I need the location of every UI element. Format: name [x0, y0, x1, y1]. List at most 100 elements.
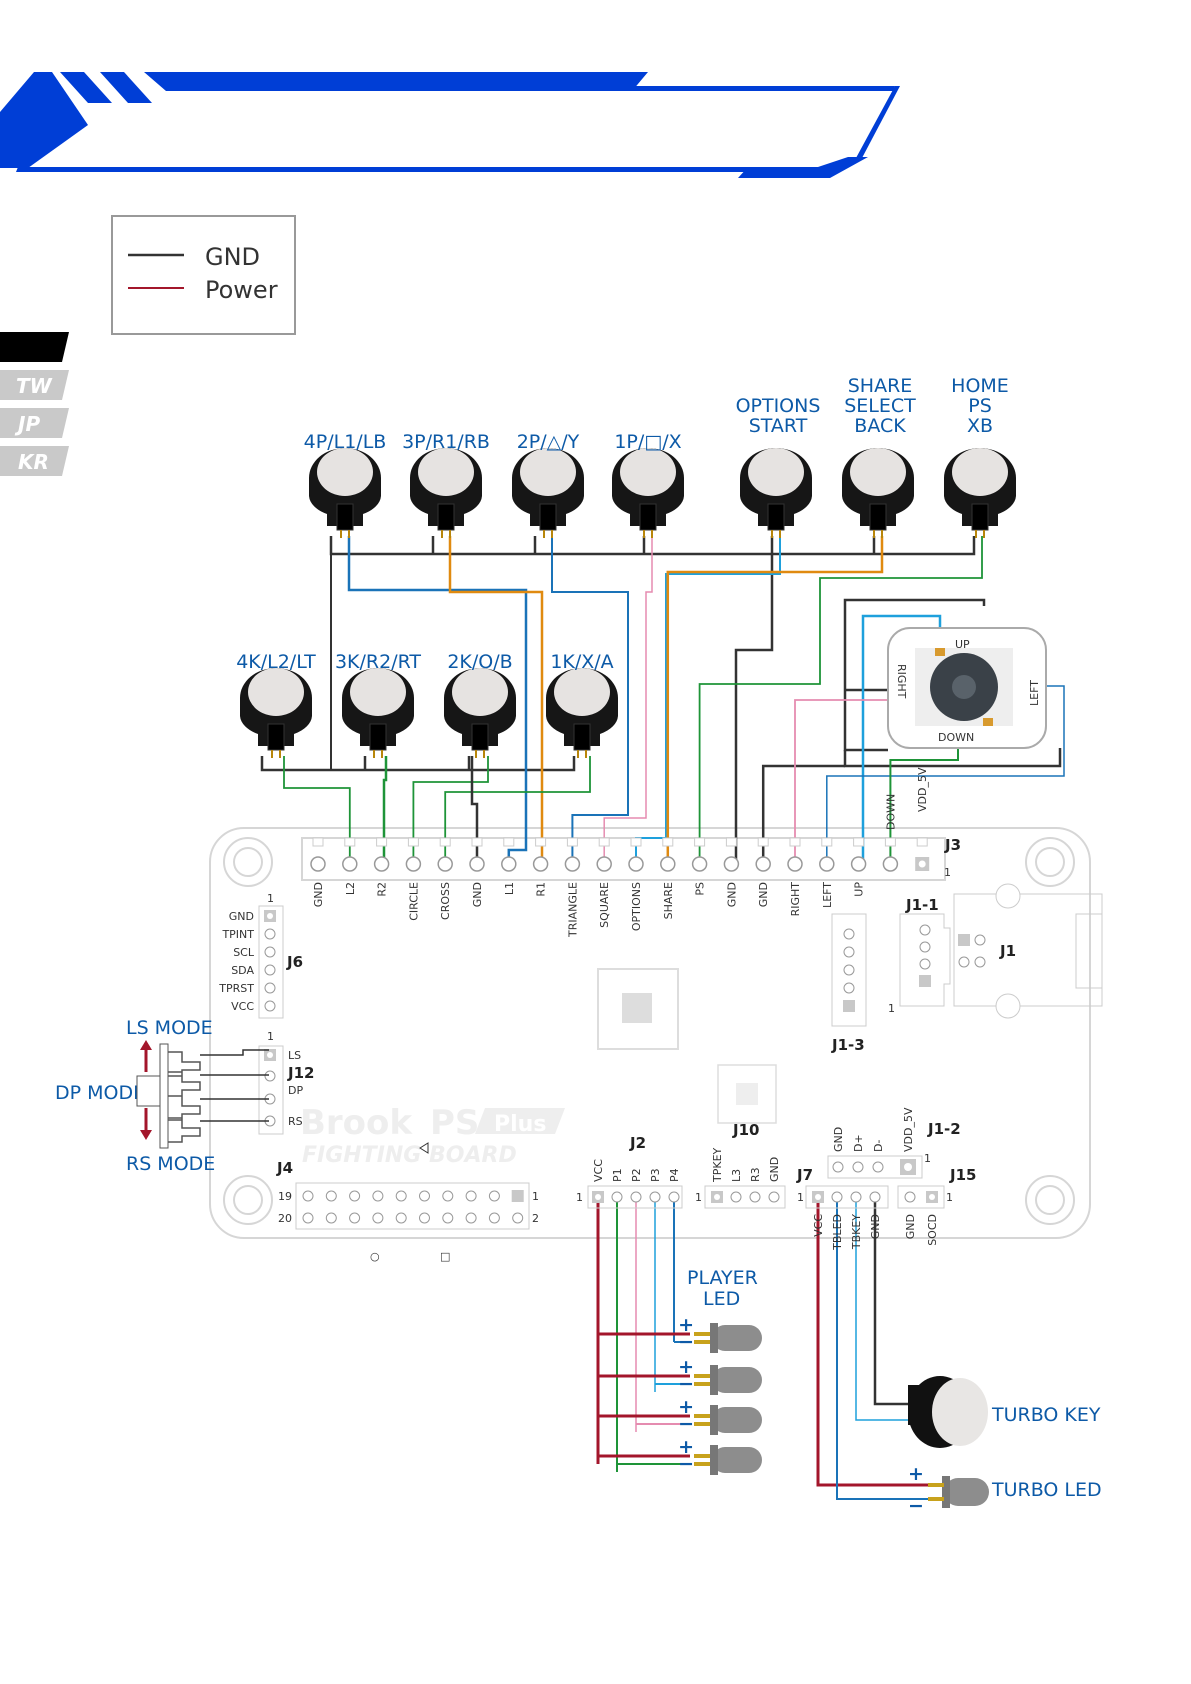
turbo: TURBO KEY TURBO LED + −	[908, 1376, 1102, 1517]
pin	[373, 856, 390, 872]
pin	[342, 856, 358, 872]
j3-pin-label: GND	[757, 882, 770, 907]
lang-tab-kr[interactable]: KR	[0, 446, 69, 476]
square-symbol: □	[440, 1250, 450, 1263]
pcb-board	[209, 827, 1091, 1239]
svg-text:−: −	[678, 1453, 694, 1475]
j2-pin-label: VCC	[592, 1159, 605, 1182]
j3-pin-label: R1	[535, 882, 548, 897]
gnd-bus-bottom	[260, 756, 576, 772]
j3-pin-label: LEFT	[821, 882, 834, 908]
wire-l2	[283, 756, 351, 864]
lang-tab-tw[interactable]: TW	[0, 370, 69, 400]
joystick: UP DOWN RIGHT LEFT	[887, 627, 1047, 749]
wire-share	[666, 536, 884, 864]
pcb-headers	[258, 837, 1103, 1230]
pin	[755, 856, 771, 872]
wire-tbkey	[855, 1197, 908, 1421]
player-led: PLAYER LED	[687, 1267, 758, 1310]
j12-rs: RS	[288, 1115, 303, 1128]
wire	[843, 748, 1062, 768]
joy-left	[826, 685, 1065, 864]
pin	[628, 856, 644, 872]
arcade-button-top-3	[512, 448, 584, 538]
j15-pin-label: GND	[904, 1214, 917, 1239]
j7-pin-label: TBLED	[831, 1214, 844, 1251]
j3-pin-label: OPTIONS	[630, 882, 643, 931]
j3-pin-label: CIRCLE	[407, 882, 420, 921]
lang-tab-jp[interactable]: JP	[0, 408, 69, 438]
button-label-bottom-2: 3K/R2/RT	[335, 651, 421, 673]
pin	[723, 856, 740, 872]
turbo-key-button	[908, 1376, 988, 1448]
dp-mode-label: DP MODE	[55, 1082, 145, 1104]
arcade-button-bottom-3	[444, 668, 516, 758]
wire-triangle	[551, 536, 629, 864]
j3-pin-label: SHARE	[662, 882, 675, 919]
j15-name: J15	[949, 1166, 976, 1184]
joy-right	[794, 699, 888, 864]
arcade-button-top-1	[309, 448, 381, 538]
j10-pin-label: TPKEY	[711, 1147, 724, 1183]
j6-pin-label: TPRST	[218, 982, 254, 995]
wire-l1	[347, 536, 528, 864]
joystick-left-label: LEFT	[1028, 680, 1041, 706]
arcade-buttons	[240, 448, 1016, 758]
j10-pin-label: GND	[768, 1157, 781, 1182]
joy-down	[889, 748, 959, 864]
button-label-home-2: PS	[968, 395, 992, 417]
svg-text:1: 1	[267, 1030, 274, 1043]
wire-r1	[448, 536, 544, 864]
j12-dp: DP	[288, 1084, 303, 1097]
pin	[310, 856, 326, 872]
arcade-button-top-2	[410, 448, 482, 538]
svg-text:1: 1	[946, 1191, 953, 1204]
svg-text:1: 1	[888, 1002, 895, 1015]
svg-text:1: 1	[532, 1190, 539, 1203]
j3-pin-label: DOWN	[884, 794, 897, 830]
button-label-share-1: SHARE	[848, 375, 913, 397]
j2-pin-label: P3	[649, 1168, 662, 1182]
j12-ls: LS	[288, 1049, 301, 1062]
gnd-bus-right	[770, 536, 976, 556]
j15-pin-label: SOCD	[926, 1214, 939, 1246]
button-label-options-1: OPTIONS	[736, 395, 821, 417]
joy-gnd	[843, 598, 986, 752]
joystick-right-label: RIGHT	[895, 664, 908, 699]
svg-text:20: 20	[278, 1212, 292, 1225]
svg-text:Brook: Brook	[300, 1103, 413, 1143]
j1-1-name: J1-1	[905, 896, 939, 914]
svg-text:1: 1	[797, 1191, 804, 1204]
j6-pin-label: TPINT	[221, 928, 254, 941]
wire-circle	[412, 756, 489, 864]
j4-name: J4	[276, 1159, 293, 1177]
svg-text:+: +	[678, 1356, 694, 1378]
j1-2-name: J1-2	[927, 1120, 961, 1138]
player-led-1: +−	[678, 1314, 762, 1353]
pin	[405, 856, 422, 872]
svg-text:1: 1	[267, 892, 274, 905]
joy-gnd-j3	[761, 764, 845, 864]
circle-symbol: ○	[370, 1250, 380, 1263]
j10-pin-label: L3	[730, 1169, 743, 1182]
arcade-button-bottom-2	[342, 668, 414, 758]
pin	[819, 856, 835, 872]
button-label-4p: 4P/L1/LB	[304, 431, 387, 453]
turbo-key-label: TURBO KEY	[991, 1404, 1101, 1426]
rs-mode-label: RS MODE	[126, 1153, 215, 1175]
j3-pin-label: L2	[344, 882, 357, 895]
player-led-3: +−	[678, 1396, 762, 1435]
header-j3	[310, 856, 930, 872]
j1-2-pin-label: D+	[852, 1134, 865, 1152]
svg-text:−: −	[678, 1413, 694, 1435]
lang-tab-active[interactable]	[0, 332, 69, 362]
j1-name: J1	[999, 942, 1016, 960]
svg-text:PS: PS	[430, 1103, 479, 1143]
wire	[431, 536, 646, 554]
header-banner-graphic	[0, 72, 900, 178]
j6-pin-label: SDA	[231, 964, 254, 977]
svg-text:Plus: Plus	[494, 1112, 546, 1137]
button-label-share-2: SELECT	[844, 395, 916, 417]
turbo-led-label: TURBO LED	[991, 1479, 1102, 1501]
